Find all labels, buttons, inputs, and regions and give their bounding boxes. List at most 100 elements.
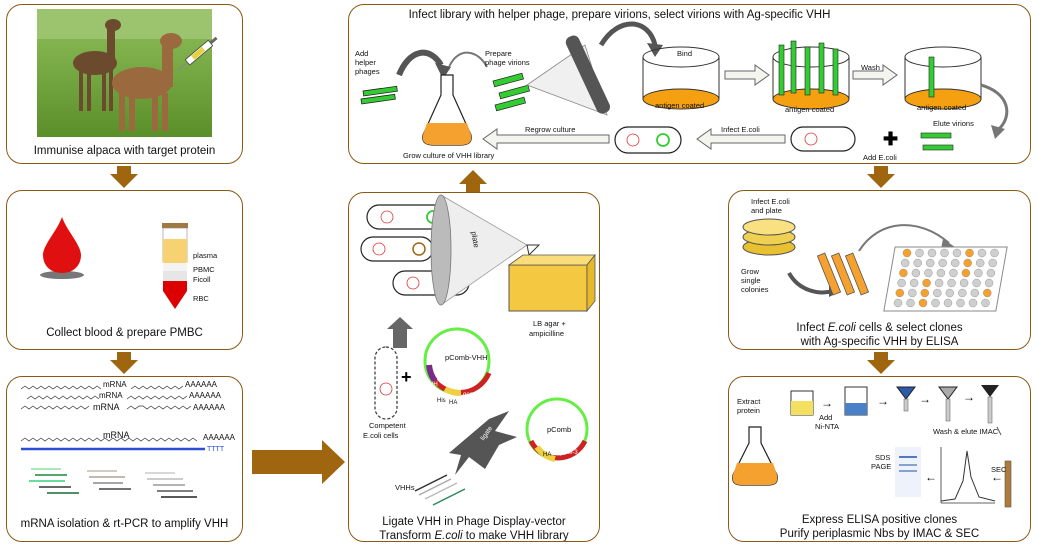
panel-purify: → → → → ← ← Extract pr: [728, 376, 1031, 542]
well-grid: [893, 248, 999, 308]
segment-label-ha: HA: [543, 452, 552, 458]
infect-ecoli-label: Infect E.coli: [721, 125, 760, 134]
well: [931, 298, 940, 308]
well: [922, 278, 931, 288]
well: [983, 288, 992, 298]
mrna-label: mRNA: [103, 430, 130, 440]
caption-purify-2: Purify periplasmic Nbs by IMAC & SEC: [779, 528, 980, 540]
antigen-plate-icon: [904, 46, 982, 110]
well: [990, 248, 999, 258]
mrna-illustration: [20, 385, 205, 498]
sec-column-icon: [1004, 460, 1012, 508]
grow-single-label: Grow: [741, 267, 759, 276]
alpaca-photo: [37, 9, 218, 137]
chromatogram-icon: [940, 447, 996, 504]
blood-illustration: [40, 217, 188, 309]
sds-label: PAGE: [871, 462, 892, 471]
antigen-label: antigen coated: [785, 105, 835, 114]
well: [927, 248, 937, 258]
mrna-label: mRNA: [103, 380, 127, 389]
well: [924, 268, 933, 278]
well: [961, 268, 971, 278]
well: [981, 298, 990, 308]
caption-immunise: Immunise alpaca with target protein: [33, 145, 216, 157]
add-ecoli-label: Add E.coli: [863, 153, 897, 162]
polya-label: AAAAAA: [203, 433, 236, 442]
well: [900, 258, 910, 268]
well: [977, 248, 987, 258]
tube-label-rbc: RBC: [193, 294, 209, 303]
svg-text:←: ←: [925, 470, 937, 484]
agar-label: ampicilline: [529, 329, 565, 338]
svg-text:→: →: [919, 392, 931, 406]
well: [949, 268, 958, 278]
vector-label-pcomb-vhh: pComb-VHH: [445, 353, 488, 362]
caption-purify-1: Express ELISA positive clones: [801, 514, 958, 526]
petri-dish-icon: [742, 218, 796, 256]
tttt-label: TTTT: [207, 446, 225, 453]
tube-label-plasma: plasma: [193, 251, 218, 260]
infect-plate-label: Infect E.coli: [751, 197, 790, 206]
antigen-plate-icon: [642, 46, 720, 110]
extract-label: Extract: [737, 397, 761, 406]
plasmid-pcomb-icon: [525, 397, 589, 462]
well: [899, 268, 908, 278]
prepare-label: phage virions: [485, 58, 530, 67]
flask-icon: [732, 426, 778, 486]
tube-label-pbmc: PBMC: [193, 265, 215, 274]
beaker-icon: [790, 386, 868, 416]
panel-ligate: + plate LB agar + ampicilline transform …: [348, 192, 600, 542]
antigen-label: antigen coated: [655, 101, 705, 110]
well: [963, 258, 972, 268]
competent-label: Competent: [369, 421, 406, 430]
extract-label: protein: [737, 406, 760, 415]
well: [918, 298, 928, 308]
regrow-label: Regrow culture: [525, 125, 576, 134]
ligase-icon: [449, 411, 517, 475]
add-helper-label: helper: [355, 58, 376, 67]
syringe-icon: [177, 36, 218, 72]
well: [974, 268, 983, 278]
segment-label-ha: HA: [449, 400, 458, 406]
well: [968, 298, 978, 308]
segment-label-his: His: [437, 398, 446, 404]
agar-label: LB agar +: [533, 319, 566, 328]
segment-label-vhh: VHH: [425, 382, 438, 388]
well: [906, 298, 915, 308]
well: [897, 278, 906, 288]
segment-label-gene3: gene-3: [463, 392, 482, 398]
vhhs-label: VHHs: [395, 483, 415, 492]
mrna-label: mRNA: [99, 391, 123, 400]
polya-label: AAAAAA: [189, 391, 222, 400]
well: [936, 268, 946, 278]
well: [986, 268, 996, 278]
caption-infect: Infect library with helper phage, prepar…: [408, 9, 831, 21]
well: [909, 278, 919, 288]
panel-infect: Infect library with helper phage, prepar…: [348, 4, 1031, 164]
well: [950, 258, 960, 268]
add-ninta-label: Ni-NTA: [815, 422, 840, 431]
well: [911, 268, 921, 278]
add-helper-label: Add: [355, 49, 369, 58]
sds-page-icon: [895, 447, 921, 497]
svg-text:+: +: [401, 367, 412, 387]
mrna-label: mRNA: [93, 402, 120, 412]
well: [893, 298, 903, 308]
wash-elute-label: Wash & elute IMAC: [933, 427, 999, 436]
purify-illustration: → → → → ← ←: [732, 385, 1012, 508]
grow-single-label: colonies: [741, 285, 769, 294]
agar-plate-icon: [507, 253, 596, 313]
prepare-label: Prepare: [485, 49, 512, 58]
well: [945, 288, 955, 298]
bind-label: Bind: [677, 49, 693, 58]
well: [940, 248, 949, 258]
infect-plate-label: and plate: [751, 206, 782, 215]
well: [915, 248, 924, 258]
vector-label-pcomb: pComb: [547, 425, 572, 434]
tube-label-ficoll: Ficoll: [193, 275, 211, 284]
caption-ligate-1: Ligate VHH in Phage Display-vector: [382, 516, 566, 528]
flask-icon: [422, 74, 472, 146]
well: [938, 258, 947, 268]
blood-drop-icon: [43, 217, 81, 273]
